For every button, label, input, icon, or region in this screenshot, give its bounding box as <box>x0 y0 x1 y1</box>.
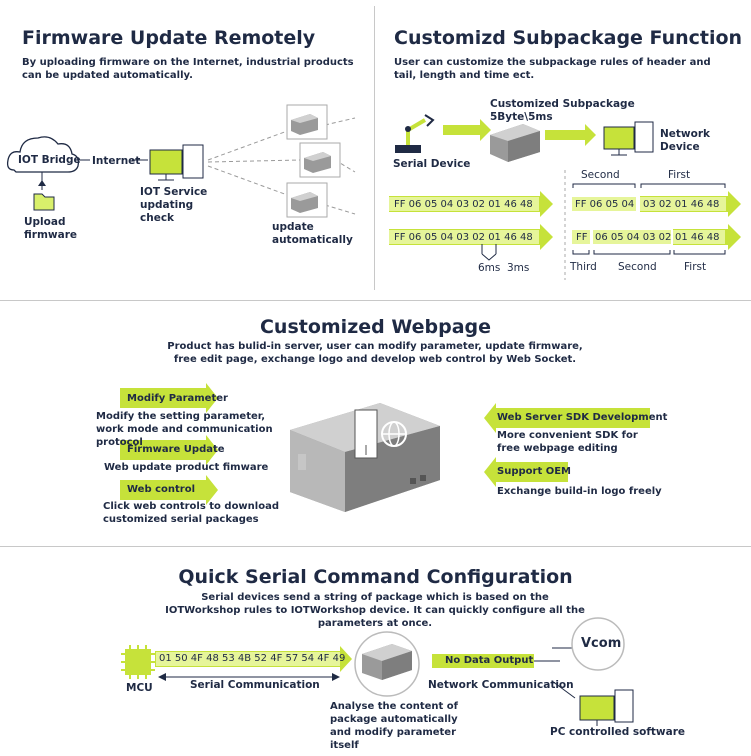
pc-label: PC controlled software <box>550 726 686 738</box>
first-label: First <box>684 261 707 273</box>
row1-second: FF 06 05 04 <box>575 199 635 210</box>
time-3ms: 3ms <box>507 262 530 274</box>
vcom-circle <box>571 617 625 671</box>
subpackage-diagram <box>389 114 741 280</box>
vertical-divider <box>374 6 375 290</box>
internet-label: Internet <box>92 155 141 167</box>
webpage-desc: Product has bulid-in server, user can mo… <box>167 341 583 365</box>
serial-device-label: Serial Device <box>393 158 471 170</box>
webpage-diagram <box>120 383 650 512</box>
iot-bridge-label: IOT Bridge <box>18 154 81 166</box>
server-device-icon <box>290 403 440 512</box>
row1-second-label: Second <box>581 169 620 181</box>
row2-third: FF <box>576 232 588 243</box>
row1-first-label: First <box>668 169 691 181</box>
subpackage-title: Customizd Subpackage Function <box>394 27 743 49</box>
cloud-icon <box>6 136 80 173</box>
row1-data: FF 06 05 04 03 02 01 46 48 <box>394 199 533 210</box>
mcu-label: MCU <box>126 682 153 694</box>
modify-tag: Modify Parameter <box>127 393 228 404</box>
folder-icon <box>33 193 55 211</box>
device-icon-1 <box>286 104 328 140</box>
second-label: Second <box>618 261 657 273</box>
third-label: Third <box>570 261 597 273</box>
row2-data: FF 06 05 04 03 02 01 46 48 <box>394 232 533 243</box>
analyse-desc: Analyse the content of package automatic… <box>330 701 459 751</box>
quick-diagram <box>121 617 634 726</box>
quick-desc: Serial devices send a string of package … <box>165 592 585 629</box>
rule-label: 5Byte\5ms <box>490 111 553 123</box>
firmware-title: Firmware Update Remotely <box>22 27 316 49</box>
sdk-tag: Web Server SDK Development <box>497 412 668 423</box>
quick-title: Quick Serial Command Configuration <box>178 566 573 588</box>
no-data-label: No Data Output <box>445 655 534 666</box>
service-label: IOT Service updating check <box>140 186 208 224</box>
network-monitor-icon <box>603 126 635 150</box>
subpackage-desc: User can customize the subpackage rules … <box>394 57 711 81</box>
pc-monitor-icon <box>579 695 615 721</box>
web-tag: Web control <box>127 484 196 495</box>
webpage-title: Customized Webpage <box>259 316 492 338</box>
network-comm-label: Network Communication <box>428 679 574 691</box>
device-box-icon <box>490 124 540 162</box>
oem-desc: Exchange build-in logo freely <box>497 486 662 497</box>
sdk-desc: More convenient SDK for free webpage edi… <box>497 430 638 454</box>
row1-first: 03 02 01 46 48 <box>643 199 720 210</box>
device-box-icon-2 <box>362 644 412 680</box>
row2-first: 01 46 48 <box>675 232 720 243</box>
update-auto-label: update automatically <box>272 221 353 246</box>
time-6ms: 6ms <box>478 262 501 274</box>
device-icon-3 <box>286 182 328 218</box>
monitor-icon <box>149 149 183 175</box>
network-device-label: Network Device <box>660 128 711 153</box>
web-desc: Click web controls to download customize… <box>103 501 279 525</box>
firmware-diagram <box>6 104 356 218</box>
oem-tag: Support OEM <box>497 466 571 477</box>
fw-tag: Firmware Update <box>127 444 225 455</box>
firmware-desc: By uploading firmware on the Internet, i… <box>22 57 354 81</box>
row2-second: 06 05 04 03 02 <box>595 232 672 243</box>
upload-label: Upload firmware <box>24 216 77 241</box>
robot-arm-icon <box>395 114 435 153</box>
chip-icon <box>121 645 155 679</box>
vcom-label: Vcom <box>581 636 622 651</box>
serial-comm-label: Serial Communication <box>190 679 320 691</box>
packet-data: 01 50 4F 48 53 4B 52 4F 57 54 4F 49 <box>159 653 346 664</box>
divider-1 <box>0 300 751 301</box>
fw-desc: Web update product fimware <box>104 462 269 473</box>
custom-subpackage-label: Customized Subpackage <box>490 98 635 110</box>
device-icon-2 <box>299 142 341 178</box>
modify-desc: Modify the setting parameter, work mode … <box>96 411 273 448</box>
divider-2 <box>0 546 751 547</box>
